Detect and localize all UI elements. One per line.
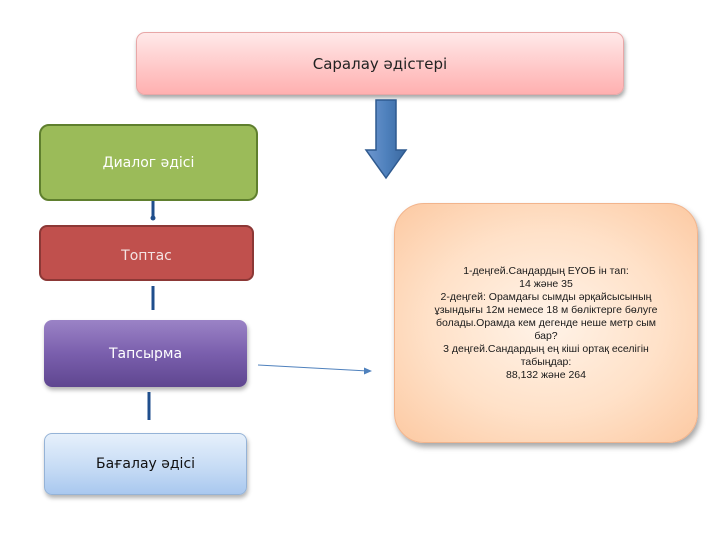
tasks-box: 1-деңгей.Сандардың ЕҮОБ ін тап: 14 және … [394,203,698,443]
pointer-arrowhead-icon [364,367,372,375]
step-dialog-box: Диалог әдісі [39,124,258,201]
task-line: 3 деңгей.Сандардың ең кіші ортақ еселігі… [443,342,649,355]
task-line: ұзындығы 12м немесе 18 м бөліктерге бөлу… [434,303,658,316]
task-line: 2-деңгей: Орамдағы сымды әрқайсысының [440,290,652,303]
step-group-label: Топтас [121,248,172,264]
step-task-label: Тапсырма [108,345,183,362]
down-arrow-icon [364,99,408,180]
task-line: 1-деңгей.Сандардың ЕҮОБ ін тап: [463,264,629,277]
step-assessment-label: Бағалау әдісі [95,456,196,472]
task-line: бар? [534,329,558,342]
step-task-box: Тапсырма [44,320,247,387]
step-assessment-box: Бағалау әдісі [44,433,247,495]
title-box: Саралау әдістері [136,32,624,95]
pointer-arrow-line [257,364,369,372]
task-line: болады.Орамда кем дегенде неше метр сым [435,316,656,329]
task-line: 14 және 35 [519,277,573,290]
task-line: табыңдар: [520,355,572,368]
task-line: 88,132 және 264 [506,368,586,381]
step-dialog-label: Диалог әдісі [102,154,195,171]
connector-dot [150,215,156,221]
step-group-box: Топтас [39,225,254,281]
title-text: Саралау әдістері [312,54,448,73]
